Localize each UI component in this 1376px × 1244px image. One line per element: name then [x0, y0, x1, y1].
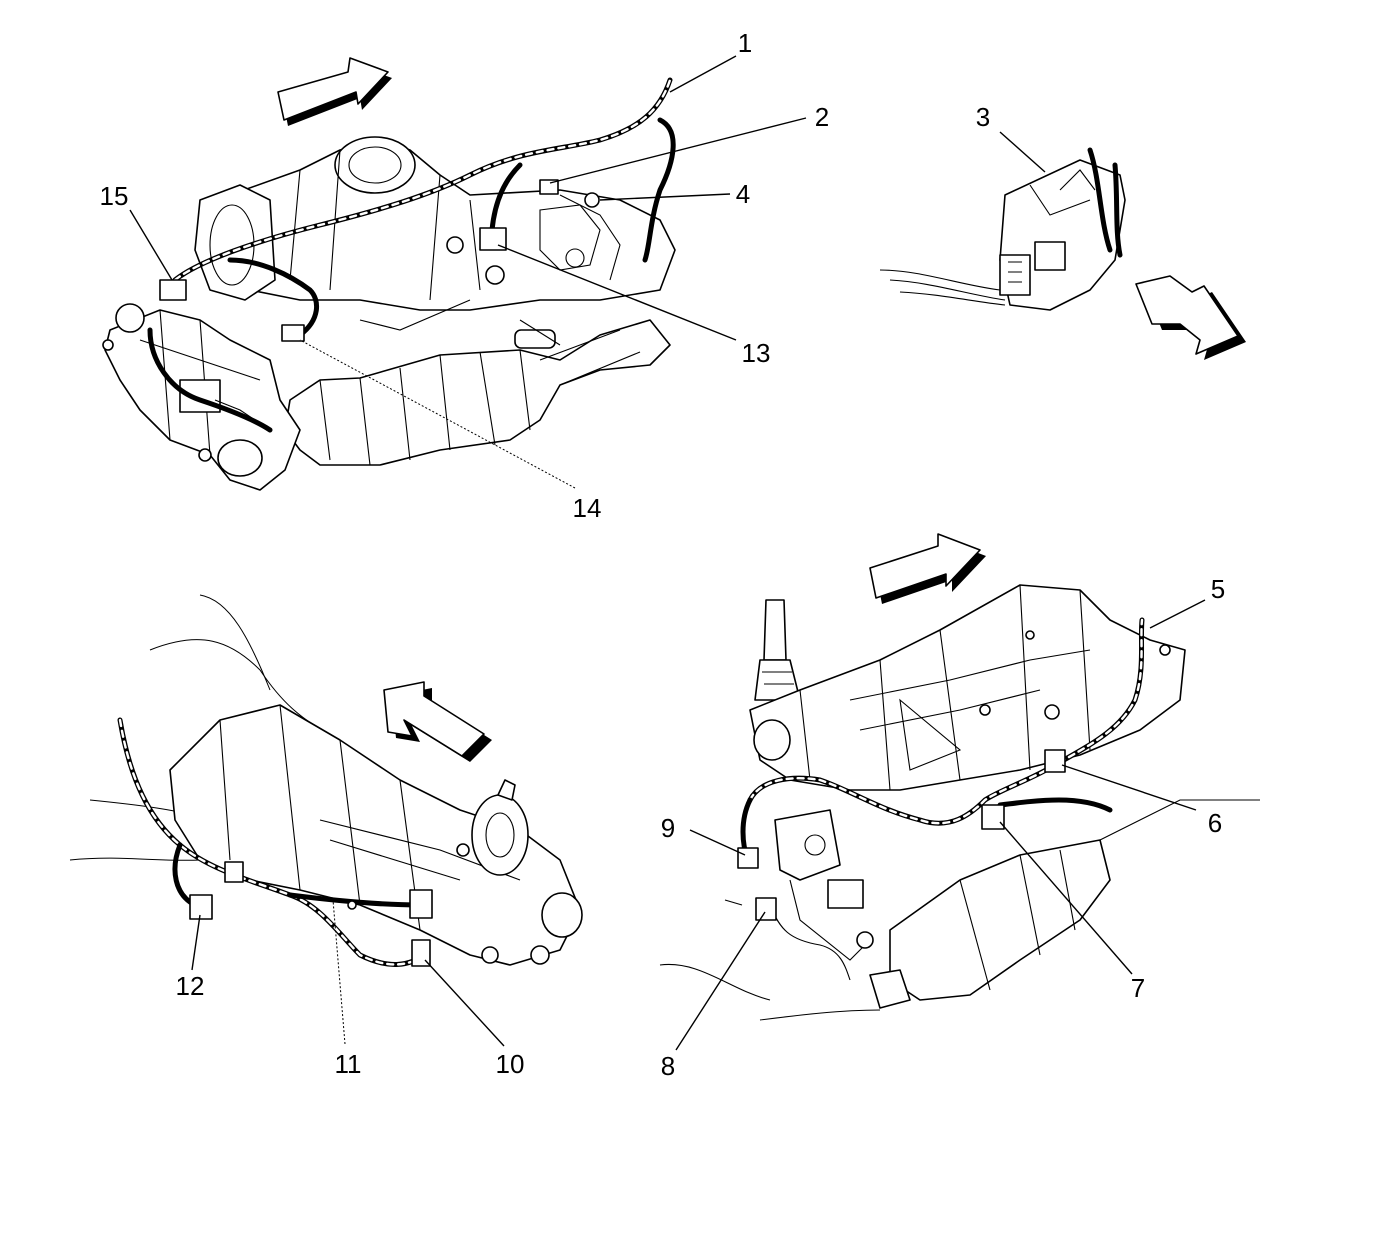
wiring-harness-right — [725, 620, 1142, 980]
clip-2 — [540, 180, 558, 194]
manual-transmission-case-right — [750, 585, 1185, 790]
view-automatic-transmission — [103, 58, 675, 490]
callout-7: 7 — [1131, 973, 1145, 1003]
callout-8: 8 — [661, 1051, 675, 1081]
exhaust-pipe-catalytic — [285, 320, 670, 465]
leader-10 — [425, 960, 504, 1046]
leader-12 — [192, 915, 200, 970]
callout-6: 6 — [1208, 808, 1222, 838]
leader-13 — [498, 245, 736, 340]
bracket-crossmember-right — [775, 810, 873, 960]
callout-13: 13 — [742, 338, 771, 368]
leader-7 — [1000, 822, 1132, 974]
direction-arrow-forward-left — [384, 682, 492, 762]
callout-2: 2 — [815, 102, 829, 132]
leader-11 — [333, 900, 345, 1044]
leader-9 — [690, 830, 745, 855]
connector-9 — [738, 848, 758, 868]
sensor-13 — [480, 228, 506, 250]
callout-numbers: 1 2 3 4 5 6 7 8 9 10 11 12 13 14 15 — [100, 28, 1226, 1081]
leader-14 — [300, 340, 575, 488]
leader-6 — [1062, 765, 1196, 810]
callout-4: 4 — [736, 179, 750, 209]
connector-7 — [982, 805, 1004, 829]
leader-3 — [1000, 132, 1045, 172]
transmission-housing — [195, 137, 675, 310]
sensor-left — [410, 890, 432, 918]
direction-arrow-rearward — [1136, 276, 1246, 360]
connector-10 — [412, 940, 430, 966]
leader-4 — [600, 194, 730, 200]
connector-12 — [190, 895, 212, 919]
leader-1 — [670, 56, 736, 92]
connector-14 — [282, 325, 304, 341]
callout-12: 12 — [176, 971, 205, 1001]
leader-8 — [676, 912, 765, 1050]
callout-9: 9 — [661, 813, 675, 843]
callout-10: 10 — [496, 1049, 525, 1079]
switch-left — [225, 862, 243, 882]
view-manual-transmission-left — [70, 595, 582, 966]
shifter-stick — [755, 600, 800, 700]
manual-transmission-case-left — [170, 705, 582, 965]
leader-15 — [130, 210, 172, 280]
bolt-4 — [585, 193, 599, 207]
connector-plug — [1000, 255, 1030, 295]
exhaust-right — [660, 800, 1260, 1020]
connector-15 — [160, 280, 186, 300]
wiring-harness-automatic — [150, 80, 673, 430]
view-manual-transmission-right — [660, 534, 1260, 1020]
o2-sensor — [515, 330, 555, 348]
callout-5: 5 — [1211, 574, 1225, 604]
callout-1: 1 — [738, 28, 752, 58]
view-connector-detail — [880, 150, 1246, 360]
callout-15: 15 — [100, 181, 129, 211]
callout-3: 3 — [976, 102, 990, 132]
connector-6 — [1045, 750, 1065, 772]
connector-8 — [756, 898, 776, 920]
leader-lines — [130, 56, 1205, 1050]
callout-14: 14 — [573, 493, 602, 523]
connector-retainer — [1035, 242, 1065, 270]
leader-5 — [1150, 600, 1205, 628]
frame-crossmember — [103, 304, 300, 490]
leader-2 — [550, 118, 806, 183]
callout-11: 11 — [335, 1049, 362, 1079]
direction-arrow-forward — [278, 58, 392, 126]
wiring-harness-left — [120, 720, 432, 966]
direction-arrow-forward-right — [870, 534, 986, 604]
